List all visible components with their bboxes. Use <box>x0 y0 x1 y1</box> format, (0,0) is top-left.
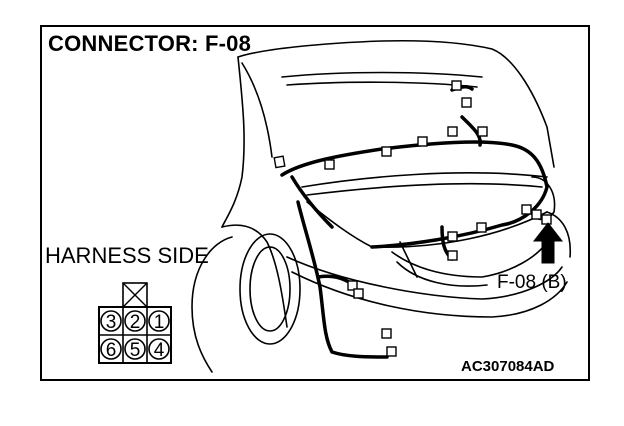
pin-label: 5 <box>130 340 141 361</box>
connector-face: 3 2 1 6 5 4 <box>98 282 172 364</box>
roof-outline <box>237 39 555 168</box>
vehicle-rear-drawing: 3 2 1 6 5 4 <box>98 39 572 373</box>
pin-label: 1 <box>154 312 165 333</box>
connector-callout-label: F-08 (B) <box>497 272 567 293</box>
pin-label: 3 <box>106 312 117 333</box>
figure-code: AC307084AD <box>461 358 555 375</box>
harness-side-label: HARNESS SIDE <box>45 243 209 268</box>
wiring-harness <box>280 85 549 359</box>
diagram-frame: 3 2 1 6 5 4 CONNECTOR: F-08 HARNESS SIDE… <box>40 25 590 381</box>
pin-label: 4 <box>154 340 165 361</box>
connector-title: CONNECTOR: F-08 <box>48 31 252 56</box>
pin-label: 2 <box>130 312 141 333</box>
pin-label: 6 <box>106 340 117 361</box>
arrow-icon <box>532 222 564 264</box>
